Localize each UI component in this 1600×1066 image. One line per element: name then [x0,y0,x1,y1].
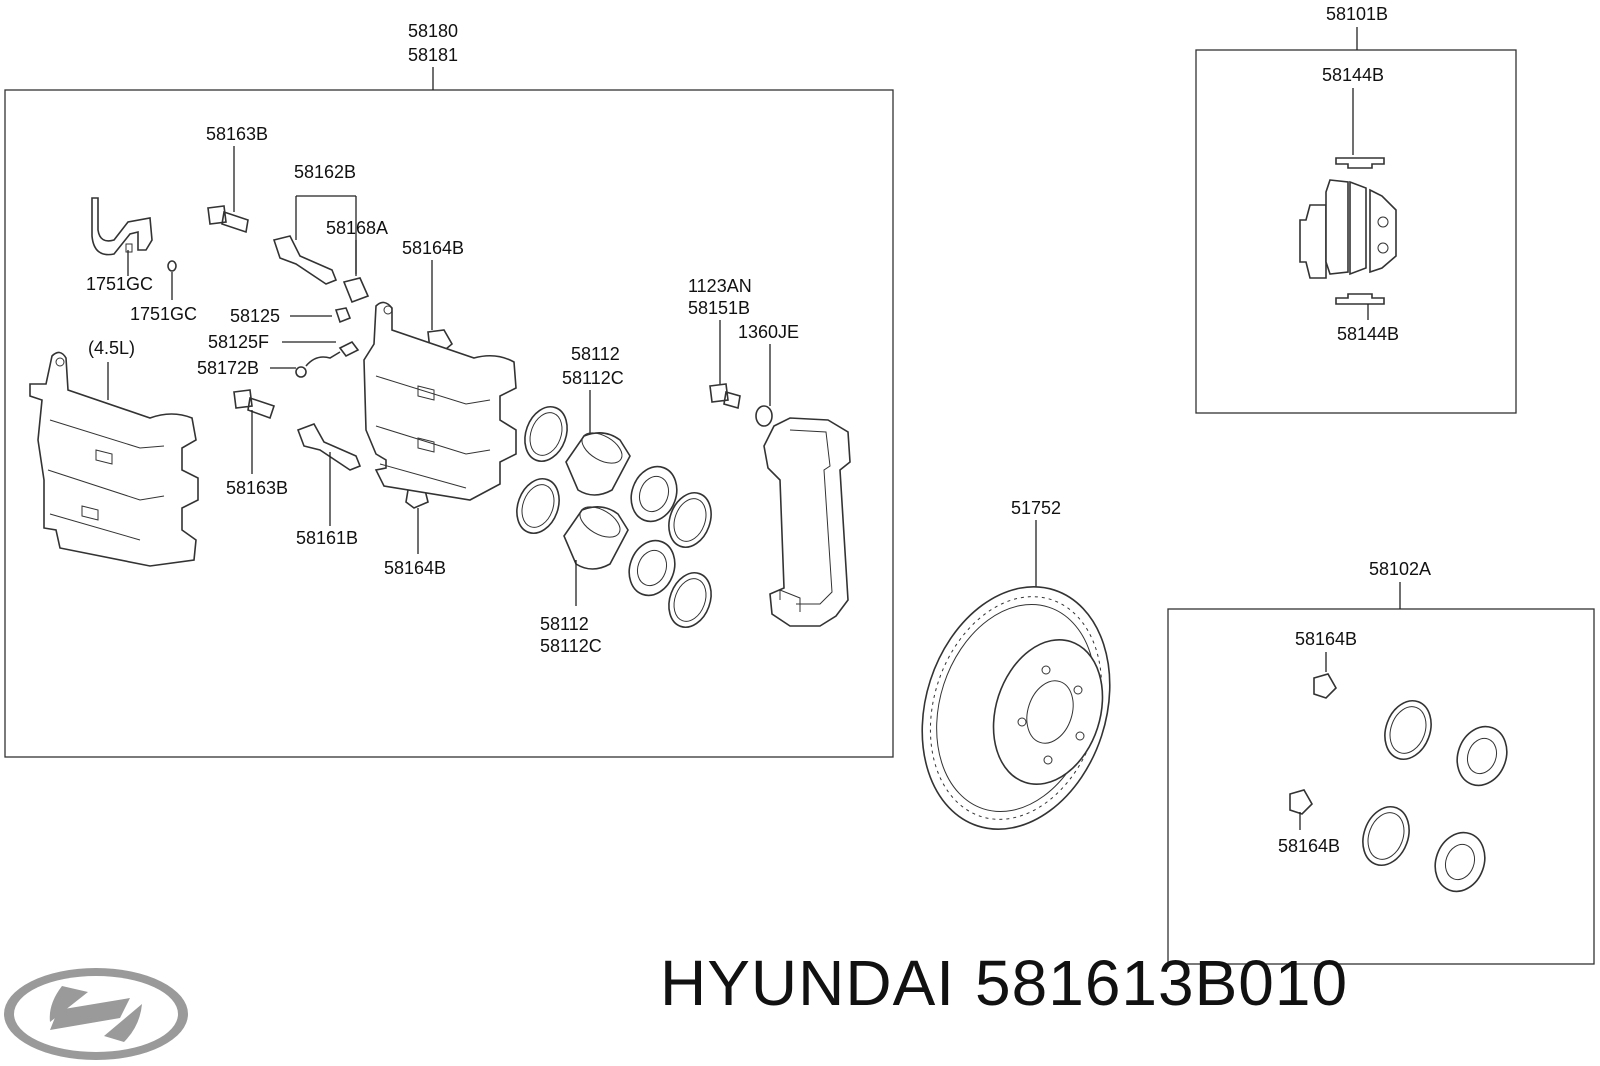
label-58181: 58181 [408,45,458,65]
guide-pin-top [272,235,338,285]
label-58164B-kit-top: 58164B [1295,629,1357,649]
guide-pin-bottom [296,423,362,471]
kit-seal-ring-2 [1362,806,1410,866]
brake-disc-rotor [921,586,1111,830]
carrier-washer [755,405,773,427]
piston-seal-ring-1 [524,406,568,462]
label-58168A: 58168A [326,218,388,238]
label-58125F: 58125F [208,332,269,352]
dust-boot-lower [628,539,676,597]
guide-bolt-bottom [233,389,276,420]
kit-seal-ring-1 [1384,700,1432,760]
label-4-5L: (4.5L) [88,338,135,358]
wear-sensor [295,351,341,378]
hose-clip [167,260,177,272]
label-1751GC-b: 1751GC [130,304,197,324]
bleeder-screw [338,340,360,358]
caliper-assembly-frame [4,89,894,758]
dust-boot-upper [630,465,678,523]
label-58151B: 58151B [688,298,750,318]
pad-kit-frame [1195,49,1517,414]
kit-dust-boot-1 [1456,725,1508,787]
label-1123AN: 1123AN [688,276,752,296]
pad-clip-bottom [1335,293,1385,305]
brand-name: HYUNDAI [660,947,956,1019]
label-58163B-top: 58163B [206,124,268,144]
label-58180: 58180 [408,21,458,41]
label-51752: 51752 [1011,498,1061,518]
label-58163B-bottom: 58163B [226,478,288,498]
caliper-housing [363,301,517,501]
label-58172B: 58172B [197,358,259,378]
pad-clip-top [1335,157,1385,169]
carrier-bolt [709,383,741,410]
brand-caption: HYUNDAI 581613B010 [660,946,1368,1020]
label-58162B: 58162B [294,162,356,182]
label-1360JE: 1360JE [738,322,799,342]
label-58164B-top: 58164B [402,238,464,258]
label-58144B-top: 58144B [1322,65,1384,85]
label-58164B-bottom: 58164B [384,558,446,578]
label-58161B: 58161B [296,528,358,548]
kit-boot-bottom [1289,789,1313,815]
hyundai-logo [4,968,188,1060]
label-58112C-top: 58112C [562,368,624,388]
caliper-housing-4-5l [29,351,199,567]
kit-dust-boot-2 [1434,831,1486,893]
piston-seal-ring-3 [516,478,560,534]
label-1751GC-a: 1751GC [86,274,153,294]
piston-seal-ring-2 [668,492,712,548]
label-58102A: 58102A [1369,559,1431,579]
bleeder-cap [334,307,352,324]
label-58101B: 58101B [1326,4,1388,24]
brake-hose [91,197,153,256]
caliper-carrier-bracket [763,417,851,627]
pin-sleeve [342,277,370,304]
guide-bolt-top [207,205,249,234]
piston-lower [563,506,629,570]
kit-boot-top [1313,673,1337,699]
piston-upper [565,432,631,496]
label-58144B-bottom: 58144B [1337,324,1399,344]
label-58164B-kit-bottom: 58164B [1278,836,1340,856]
label-58112-top: 58112 [571,344,620,364]
part-number: 581613B010 [975,947,1349,1019]
label-58125: 58125 [230,306,280,326]
seal-kit-frame [1167,608,1595,965]
label-58112C-bottom: 58112C [540,636,602,656]
label-58112-bottom: 58112 [540,614,589,634]
brake-pad-set [1299,179,1397,279]
piston-seal-ring-4 [668,572,712,628]
